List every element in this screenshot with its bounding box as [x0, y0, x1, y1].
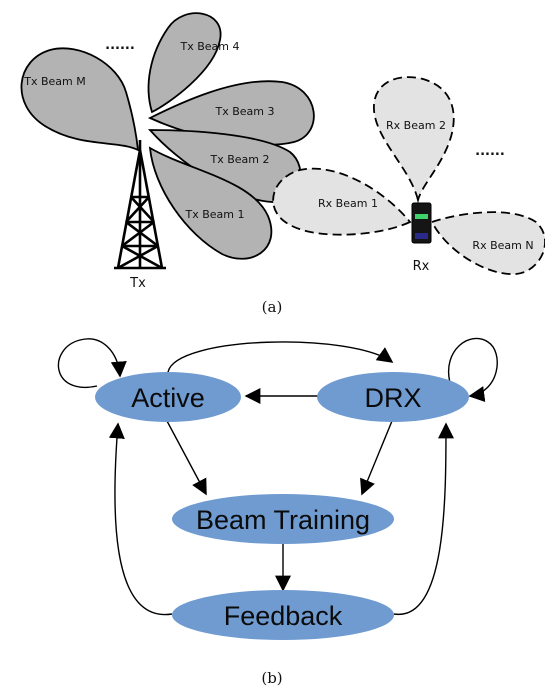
tx-beam-3-label: Tx Beam 3	[215, 105, 275, 118]
state-active-label: Active	[131, 383, 205, 413]
state-beam-training-label: Beam Training	[196, 505, 370, 535]
rx-beam-1-label: Rx Beam 1	[318, 197, 378, 210]
figure-b: Active DRX Beam Training Feedback (b)	[57, 337, 498, 687]
state-active: Active	[95, 372, 241, 422]
rx-more-beams-ellipsis: ......	[475, 144, 505, 159]
rx-device-icon	[411, 202, 432, 244]
edge-feedback-to-drx	[393, 422, 454, 615]
state-drx: DRX	[317, 372, 469, 422]
caption-b: (b)	[261, 669, 282, 687]
rx-beam-2: Rx Beam 2	[373, 76, 455, 204]
tx-beam-4: Tx Beam 4	[147, 12, 240, 114]
edge-active-self-loop	[57, 338, 127, 389]
tx-beam-2-label: Tx Beam 2	[210, 153, 270, 166]
caption-a: (a)	[262, 298, 283, 316]
rx-beam-1: Rx Beam 1	[272, 167, 412, 236]
figure-a: Tx Beam M Tx Beam 4 Tx Beam 3 Tx Beam 2 …	[20, 12, 545, 316]
rx-beam-2-label: Rx Beam 2	[386, 119, 446, 132]
edge-active-to-drx	[167, 341, 394, 373]
rx-beam-n: Rx Beam N	[430, 211, 545, 275]
tx-beam-1-label: Tx Beam 1	[185, 208, 245, 221]
tx-label: Tx	[129, 276, 146, 291]
state-drx-label: DRX	[364, 383, 421, 413]
tx-more-beams-ellipsis: ......	[105, 38, 135, 53]
tx-beam-4-label: Tx Beam 4	[180, 40, 240, 53]
transitions	[57, 337, 498, 616]
edge-drx-to-beam-training	[360, 420, 393, 496]
edge-drx-self-loop	[447, 337, 498, 403]
rx-label: Rx	[413, 259, 430, 274]
tx-tower-icon	[114, 140, 166, 270]
state-feedback-label: Feedback	[224, 601, 343, 631]
state-beam-training: Beam Training	[172, 494, 394, 544]
tx-beam-m: Tx Beam M	[20, 47, 140, 152]
edge-active-to-beam-training	[166, 420, 207, 496]
state-feedback: Feedback	[172, 590, 394, 640]
tx-beam-m-label: Tx Beam M	[23, 75, 85, 88]
rx-beam-n-label: Rx Beam N	[472, 239, 533, 252]
tx-beam-1: Tx Beam 1	[148, 146, 273, 260]
edge-feedback-to-active	[108, 422, 173, 616]
